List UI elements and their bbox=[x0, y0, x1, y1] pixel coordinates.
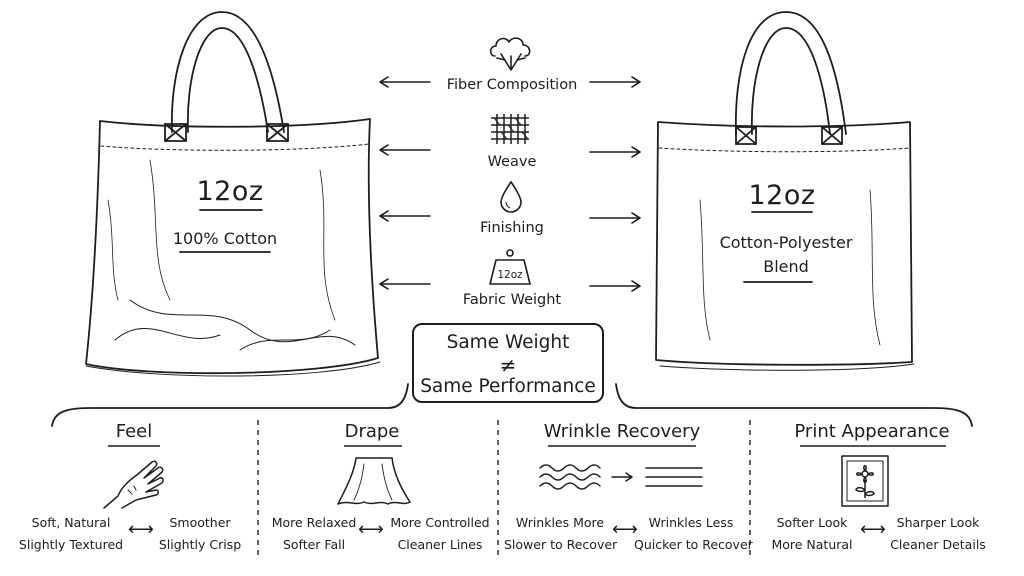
factor-label-finishing: Finishing bbox=[480, 220, 544, 236]
wrinkle-right-line2: Quicker to Recover bbox=[634, 537, 753, 552]
callout-line2: Same Performance bbox=[420, 376, 596, 397]
print-right-line2: Cleaner Details bbox=[890, 537, 986, 552]
feel-left-line1: Soft, Natural bbox=[31, 515, 111, 530]
weight-icon-text: 12oz bbox=[497, 269, 523, 281]
factor-label-fabric-weight: Fabric Weight bbox=[462, 292, 562, 308]
factor-label-weave: Weave bbox=[487, 154, 537, 170]
drape-right-line1: More Controlled bbox=[390, 515, 490, 530]
wavy-to-straight-lines-icon bbox=[539, 464, 703, 490]
framed-flower-icon bbox=[841, 455, 889, 507]
right-bag-material-line1: Cotton-Polyester bbox=[719, 233, 853, 252]
factor-label-fiber-composition: Fiber Composition bbox=[446, 77, 578, 93]
category-title-feel: Feel bbox=[115, 421, 153, 442]
drape-left-line1: More Relaxed bbox=[271, 515, 357, 530]
category-title-wrinkle-recovery: Wrinkle Recovery bbox=[543, 421, 701, 442]
not-equal-symbol: ≠ bbox=[499, 353, 517, 377]
callout-line1: Same Weight bbox=[446, 332, 570, 353]
draped-cloth-icon bbox=[337, 457, 411, 505]
wrinkle-left-line2: Slower to Recover bbox=[504, 537, 618, 552]
weight-icon bbox=[489, 249, 531, 285]
feel-right-line1: Smoother bbox=[169, 515, 231, 530]
feel-left-line2: Slightly Textured bbox=[18, 537, 124, 552]
print-left-line1: Softer Look bbox=[776, 515, 848, 530]
droplet-icon bbox=[500, 180, 522, 213]
category-title-print-appearance: Print Appearance bbox=[794, 421, 950, 442]
same-weight-callout: Same Weight ≠ Same Performance bbox=[412, 323, 604, 403]
drape-right-line2: Cleaner Lines bbox=[397, 537, 483, 552]
print-right-line1: Sharper Look bbox=[896, 515, 980, 530]
drape-left-line2: Softer Fall bbox=[282, 537, 346, 552]
left-bag-weight: 12oz bbox=[196, 176, 264, 207]
right-bag-material-line2: Blend bbox=[763, 257, 809, 276]
wrinkle-right-line1: Wrinkles Less bbox=[648, 515, 734, 530]
print-double-arrow-icon: ⟷ bbox=[860, 519, 886, 540]
feel-double-arrow-icon: ⟷ bbox=[128, 519, 154, 540]
feel-right-line2: Slightly Crisp bbox=[158, 537, 242, 552]
wrinkle-left-line1: Wrinkles More bbox=[515, 515, 605, 530]
cotton-boll-icon bbox=[489, 37, 531, 71]
category-title-drape: Drape bbox=[344, 421, 400, 442]
left-bag-material: 100% Cotton bbox=[172, 229, 278, 248]
weave-grid-icon bbox=[491, 114, 529, 144]
hand-icon bbox=[103, 460, 164, 509]
print-left-line2: More Natural bbox=[771, 537, 853, 552]
wrinkle-double-arrow-icon: ⟷ bbox=[612, 519, 638, 540]
drape-double-arrow-icon: ⟷ bbox=[358, 519, 384, 540]
right-bag-weight: 12oz bbox=[748, 180, 816, 211]
